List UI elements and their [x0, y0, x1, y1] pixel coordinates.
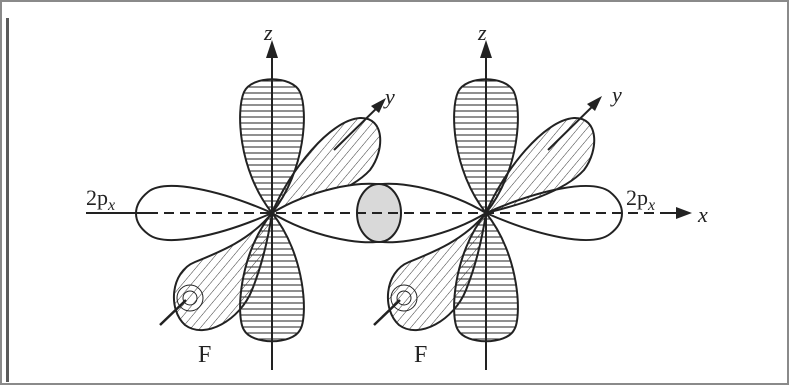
left-orbital-label: 2px	[86, 185, 115, 214]
right-pz-upper-lobe	[453, 78, 519, 215]
left-y-axis-tail	[159, 299, 187, 326]
right-z-label: z	[477, 20, 487, 45]
x-axis	[86, 207, 692, 219]
right-y-axis	[547, 100, 599, 151]
x-axis-arrowhead	[676, 207, 692, 219]
left-y-axis	[333, 102, 383, 151]
left-pz-upper-lobe	[239, 78, 305, 215]
left-lobe-ring	[182, 290, 198, 306]
left-border-rule	[6, 18, 9, 382]
right-lobe-ring	[390, 284, 418, 312]
left-y-label: y	[383, 84, 395, 109]
left-lobe-ring	[176, 284, 204, 312]
right-y-arrowhead	[587, 96, 602, 111]
right-py-back-lobe	[484, 116, 596, 215]
left-z-label: z	[263, 20, 273, 45]
right-atom-label: F	[414, 342, 427, 368]
left-atom-label: F	[198, 342, 211, 368]
left-py-front-lobe	[172, 209, 274, 331]
right-orbital-label: 2px	[626, 185, 655, 214]
right-y-axis-tail	[373, 299, 401, 326]
right-z-arrowhead	[480, 40, 492, 58]
right-py-front-lobe	[386, 209, 488, 331]
right-lobe-ring	[396, 290, 412, 306]
left-z-arrowhead	[266, 40, 278, 58]
left-y-arrowhead	[371, 98, 386, 113]
right-y-label: y	[610, 82, 622, 107]
x-axis-label: x	[697, 202, 708, 227]
